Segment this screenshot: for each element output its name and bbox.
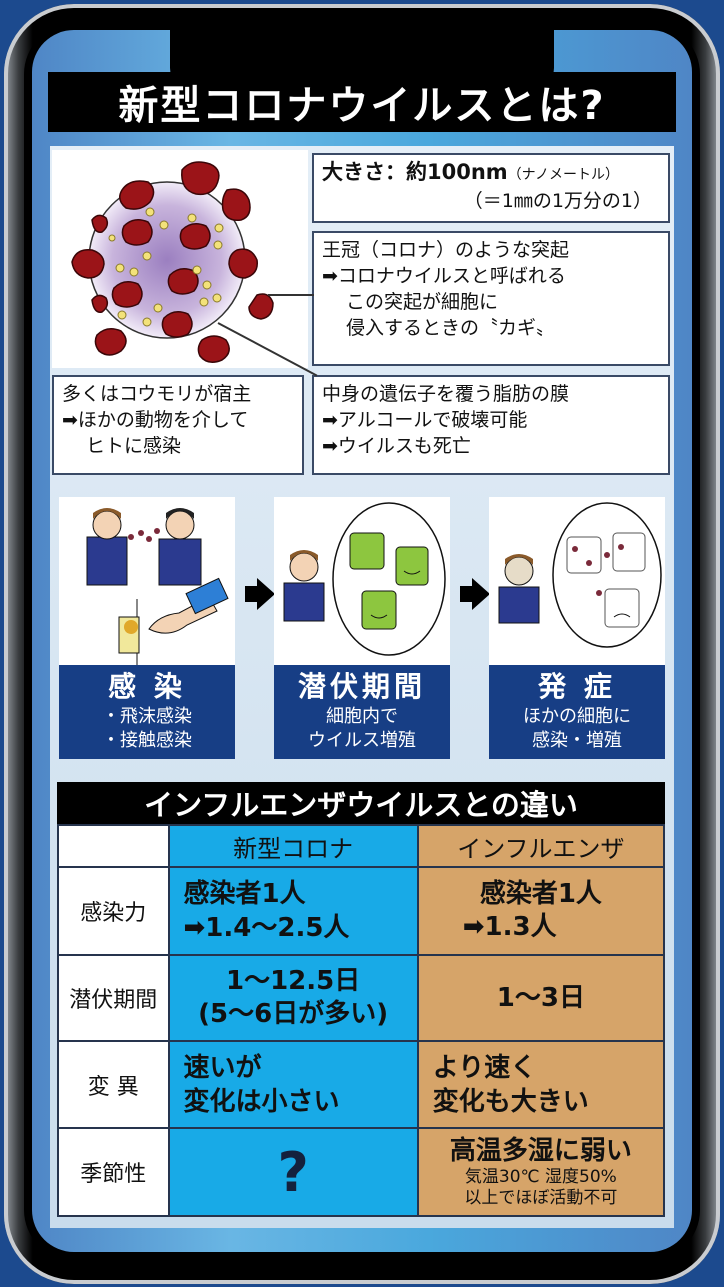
host-line: ヒトに感染	[86, 435, 182, 457]
corona-cell: ?	[167, 1127, 419, 1217]
stage-detail: 感染・増殖	[532, 730, 622, 751]
stage-detail: ウイルス増殖	[308, 730, 416, 751]
header-empty-cell	[57, 824, 170, 868]
page-title: 新型コロナウイルスとは?	[48, 72, 676, 132]
onset-illustration-icon	[498, 502, 662, 648]
header-corona: 新型コロナ	[167, 824, 419, 868]
flu-cell: 高温多湿に弱い 気温30℃ 湿度50% 以上でほぼ活動不可	[416, 1127, 666, 1217]
cell-line: 高温多湿に弱い	[449, 1136, 632, 1166]
stage-heading: 潜伏期間	[297, 670, 426, 703]
cell-line: 感染者1人	[479, 879, 602, 909]
corona-cell: 1〜12.5日 (5〜6日が多い)	[167, 954, 419, 1042]
stage-detail: ・接触感染	[102, 730, 192, 751]
cell-line: 変化も大きい	[432, 1086, 589, 1117]
comparison-table: 新型コロナ インフルエンザ 感染力 感染者1人 ➡1.4〜2.5人 感染者1人 …	[57, 824, 666, 1217]
table-row: 変 異 速いが 変化は小さい より速く 変化も大きい	[57, 1040, 666, 1129]
row-label: 季節性	[57, 1127, 170, 1217]
membrane-line: ➡ウイルスも死亡	[322, 435, 471, 457]
table-row: 感染力 感染者1人 ➡1.4〜2.5人 感染者1人 ➡1.3人	[57, 866, 666, 956]
stage-detail: ほかの細胞に	[523, 706, 631, 727]
virus-illustration	[52, 150, 308, 368]
membrane-info-box: 中身の遺伝子を覆う脂肪の膜 ➡アルコールで破壊可能 ➡ウイルスも死亡	[312, 375, 670, 475]
cell-line: 感染者1人	[183, 879, 306, 909]
size-info-box: 大きさ：約100nm（ナノメートル） （＝1㎜の1万分の1）	[312, 153, 670, 223]
header-influenza: インフルエンザ	[416, 824, 666, 868]
stage-label: 感 染 ・飛沫感染 ・接触感染	[59, 665, 235, 759]
infection-illustration-icon	[86, 508, 229, 665]
cell-line: (5〜6日が多い)	[198, 999, 389, 1029]
size-equivalent: （＝1㎜の1万分の1）	[463, 190, 652, 212]
coronavirus-icon	[71, 161, 274, 363]
cell-line: ➡1.3人	[462, 912, 557, 942]
membrane-line: 中身の遺伝子を覆う脂肪の膜	[322, 383, 570, 405]
connector-line	[268, 294, 314, 296]
corona-cell: 感染者1人 ➡1.4〜2.5人	[167, 866, 419, 956]
size-label: 大きさ：約100nm	[322, 160, 508, 184]
stage-detail: 細胞内で	[326, 706, 398, 727]
crown-line: 王冠（コロナ）のような突起	[322, 239, 570, 261]
cell-line: より速く	[432, 1052, 537, 1083]
unit-reading: （ナノメートル）	[507, 167, 619, 183]
corona-cell: 速いが 変化は小さい	[167, 1040, 419, 1129]
cell-line: 1〜12.5日	[226, 966, 361, 996]
arrow-right-icon	[245, 578, 275, 610]
crown-line: ➡コロナウイルスと呼ばれる	[322, 265, 566, 287]
row-label: 潜伏期間	[57, 954, 170, 1042]
table-row: 季節性 ? 高温多湿に弱い 気温30℃ 湿度50% 以上でほぼ活動不可	[57, 1127, 666, 1217]
crown-info-box: 王冠（コロナ）のような突起 ➡コロナウイルスと呼ばれる この突起が細胞に 侵入す…	[312, 231, 670, 366]
cell-line: 変化は小さい	[183, 1086, 340, 1117]
stage-incubation: 潜伏期間 細胞内で ウイルス増殖	[274, 497, 450, 759]
membrane-line: ➡アルコールで破壊可能	[322, 409, 528, 431]
incubation-illustration-icon	[283, 502, 446, 656]
stage-heading: 感 染	[108, 670, 186, 703]
cell-line: 以上でほぼ活動不可	[464, 1188, 618, 1208]
host-line: ➡ほかの動物を介して	[62, 409, 249, 431]
cell-line: ➡1.4〜2.5人	[183, 913, 350, 943]
flu-cell: より速く 変化も大きい	[416, 1040, 666, 1129]
comparison-title: インフルエンザウイルスとの違い	[57, 782, 665, 824]
cell-line: 1〜3日	[496, 982, 585, 1013]
stage-onset: 発 症 ほかの細胞に 感染・増殖	[489, 497, 665, 759]
row-label: 感染力	[57, 866, 170, 956]
flu-cell: 1〜3日	[416, 954, 666, 1042]
host-info-box: 多くはコウモリが宿主 ➡ほかの動物を介して ヒトに感染	[52, 375, 304, 475]
stage-heading: 発 症	[538, 670, 616, 703]
stage-label: 潜伏期間 細胞内で ウイルス増殖	[274, 665, 450, 759]
flu-cell: 感染者1人 ➡1.3人	[416, 866, 666, 956]
crown-line: 侵入するときの〝カギ〟	[346, 317, 556, 339]
row-label: 変 異	[57, 1040, 170, 1129]
cell-line: 速いが	[183, 1052, 262, 1083]
table-row: 潜伏期間 1〜12.5日 (5〜6日が多い) 1〜3日	[57, 954, 666, 1042]
cell-line: 気温30℃ 湿度50%	[464, 1167, 617, 1187]
host-line: 多くはコウモリが宿主	[62, 383, 252, 405]
stage-infection: 感 染 ・飛沫感染 ・接触感染	[59, 497, 235, 759]
table-header-row: 新型コロナ インフルエンザ	[57, 824, 666, 868]
crown-line: この突起が細胞に	[346, 291, 499, 313]
arrow-right-icon	[460, 578, 490, 610]
stage-detail: ・飛沫感染	[102, 706, 192, 727]
stage-label: 発 症 ほかの細胞に 感染・増殖	[489, 665, 665, 759]
